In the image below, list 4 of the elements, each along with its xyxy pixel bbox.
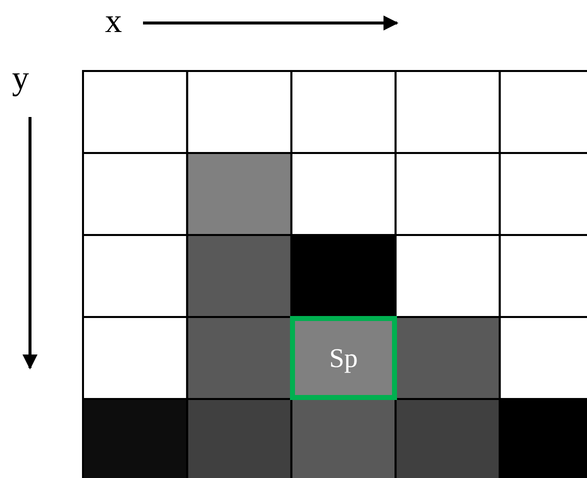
axis-label: x [105,5,122,39]
axis-label: y [12,62,29,96]
pixel-label: Sp [329,342,358,374]
highlighted-pixel [290,316,397,400]
